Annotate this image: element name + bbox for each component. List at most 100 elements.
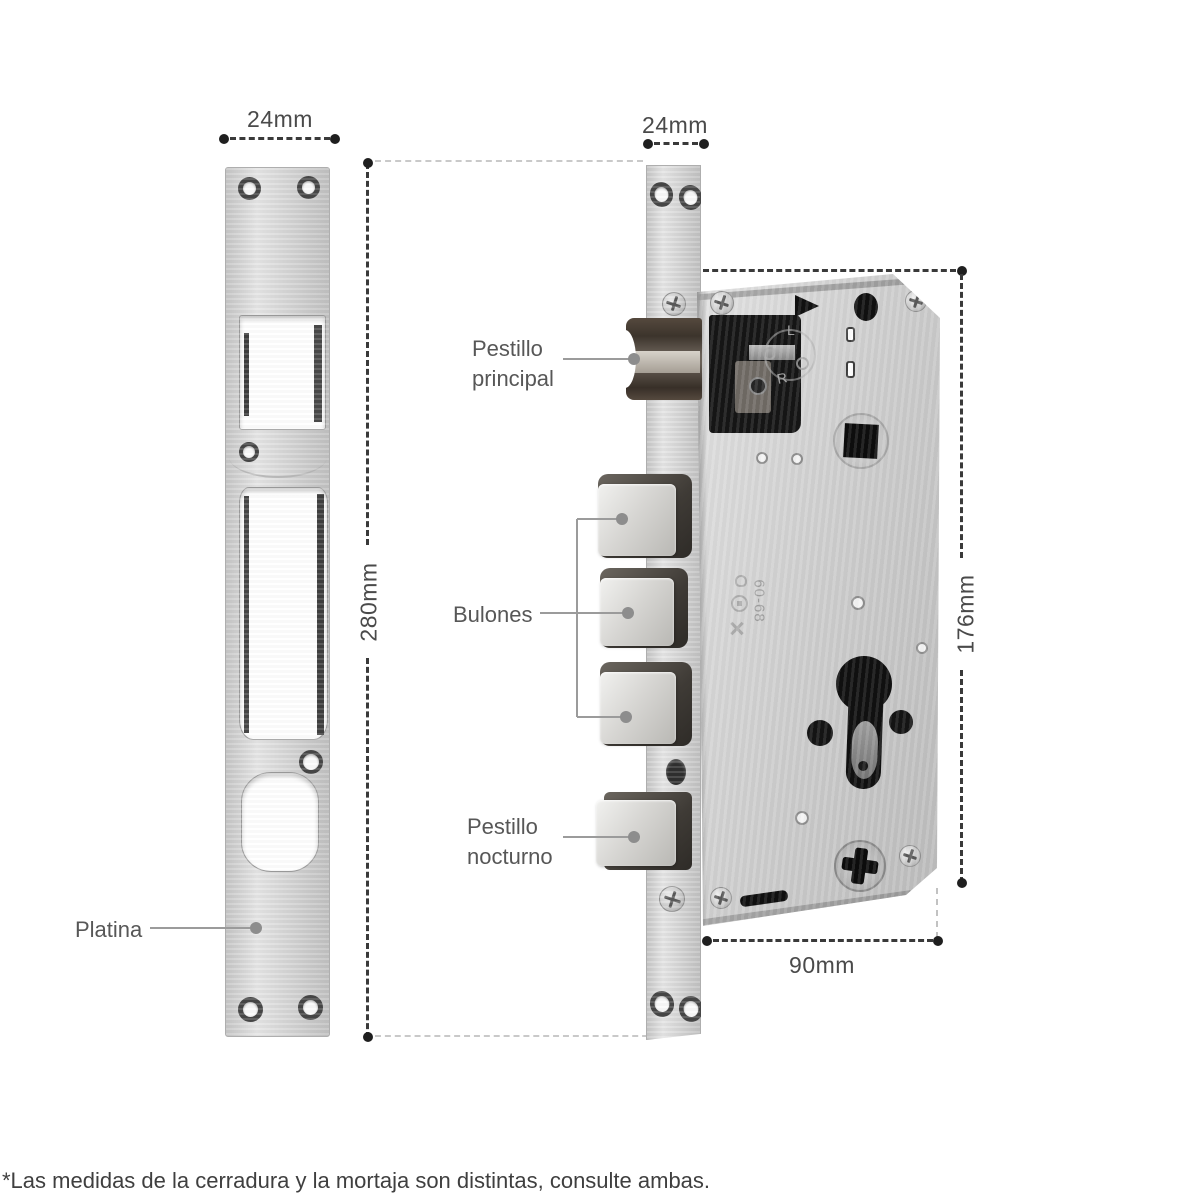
- dimension-endpoint-dot: [702, 936, 712, 946]
- leader-dot: [628, 353, 640, 365]
- screw-hole: [647, 179, 676, 210]
- strike-plate: [225, 167, 330, 1037]
- night-latch-label-line2: nocturno: [467, 844, 553, 869]
- leader-line: [563, 836, 630, 838]
- cross-hole-bar: [841, 856, 879, 875]
- pivot-hole: [749, 377, 767, 395]
- bolts-label: Bulones: [453, 602, 533, 627]
- plate-height-dimension-text: 280mm: [355, 562, 382, 642]
- leader-dot: [616, 513, 628, 525]
- cross-hole-bar: [850, 847, 869, 885]
- gear-mark-icon: [796, 357, 809, 370]
- dimension-endpoint-dot: [933, 936, 943, 946]
- screw-icon: [659, 886, 685, 912]
- handing-diagram-circle: [764, 329, 816, 381]
- body-height-dimension-text: 176mm: [952, 574, 979, 654]
- main-latch-label-line2: principal: [472, 366, 554, 391]
- latch-mechanism-window: [709, 315, 801, 433]
- left-hand-mark: L: [787, 322, 795, 338]
- pin-hole: [756, 452, 768, 464]
- main-latch-label: Pestillo principal: [472, 334, 554, 394]
- cylinder-pin-hole: [857, 760, 869, 772]
- bottom-slot: [739, 889, 789, 908]
- cutout-shadow: [244, 333, 249, 416]
- body-top-extension-line: [703, 269, 956, 272]
- right-hand-mark: R: [775, 369, 789, 387]
- cylinder-cam: [850, 720, 879, 780]
- cylinder-hole-slot: [845, 692, 884, 790]
- faceplate-width-dimension-line: [654, 142, 698, 145]
- pressed-curve-line: [229, 436, 327, 478]
- dimension-endpoint-dot: [363, 1032, 373, 1042]
- body-top-edge: [697, 275, 940, 301]
- latch-follower: [735, 361, 771, 413]
- plate-width-dimension-line: [230, 137, 330, 140]
- thumbturn-hub: [834, 840, 886, 892]
- screw-hole: [647, 988, 677, 1020]
- screw-hole: [297, 176, 320, 199]
- pin-hole: [916, 642, 928, 654]
- gear-mark-icon: [763, 347, 776, 360]
- night-latch-label-line1: Pestillo: [467, 814, 538, 839]
- cert-keyhole-icon: [735, 575, 747, 587]
- screw-hole: [676, 182, 701, 213]
- screw-icon: [662, 292, 686, 316]
- screw-hole: [676, 993, 701, 1025]
- size-code-engraving: 60-68: [750, 579, 768, 623]
- plate-width-dimension-text: 24mm: [247, 106, 313, 132]
- extension-line: [375, 160, 643, 162]
- leader-line: [540, 612, 577, 614]
- bolt-1-face: [598, 484, 676, 556]
- screw-hole: [238, 997, 263, 1022]
- screw-icon: [899, 845, 921, 867]
- cert-circle-icon: [731, 595, 748, 612]
- leader-line: [563, 358, 630, 360]
- pin-hole: [299, 750, 323, 774]
- cert-circle-dot: [737, 601, 742, 606]
- dimension-endpoint-dot: [957, 266, 967, 276]
- strike-plate-label: Platina: [75, 917, 143, 942]
- leader-line: [150, 927, 250, 929]
- dimension-endpoint-dot: [330, 134, 340, 144]
- latch-tail: [749, 345, 795, 360]
- screw-hole: [238, 177, 261, 200]
- lock-faceplate: [646, 165, 701, 1040]
- plate-height-dimension-line: [366, 163, 369, 545]
- body-height-dimension-line: [960, 670, 963, 883]
- body-width-dimension-line: [713, 939, 933, 942]
- body-height-dimension-line: [960, 274, 963, 558]
- cutout-shadow: [244, 496, 249, 733]
- arrow-marker-icon: [795, 295, 819, 317]
- pin-hole: [851, 596, 865, 610]
- faceplate-hole: [666, 759, 686, 785]
- fixing-hole: [889, 710, 913, 734]
- leader-dot: [628, 831, 640, 843]
- square-spindle-hole: [843, 423, 879, 459]
- dark-hole: [854, 293, 878, 321]
- leader-dot: [620, 711, 632, 723]
- dimension-endpoint-dot: [643, 139, 653, 149]
- cutout-shadow: [314, 325, 322, 422]
- slot-hole: [846, 327, 855, 342]
- latch-bright-band: [634, 351, 700, 373]
- x-bar: [730, 621, 744, 636]
- dimension-endpoint-dot: [699, 139, 709, 149]
- cylinder-cutout: [241, 772, 319, 872]
- screw-icon: [905, 290, 927, 312]
- dimension-endpoint-dot: [957, 878, 967, 888]
- pin-hole: [239, 442, 259, 462]
- extension-line: [375, 1035, 658, 1037]
- screw-hole: [298, 995, 323, 1020]
- plate-height-dimension-line: [366, 658, 369, 1038]
- extension-line: [936, 888, 938, 938]
- screw-icon: [710, 887, 732, 909]
- latch-cutout: [239, 315, 326, 430]
- leader-line: [576, 519, 578, 717]
- leader-line: [577, 612, 624, 614]
- spindle-hub: [833, 413, 889, 469]
- dimension-endpoint-dot: [219, 134, 229, 144]
- footnote-text: *Las medidas de la cerradura y la mortaj…: [2, 1168, 711, 1193]
- cylinder-hole-circle: [836, 656, 892, 712]
- faceplate-width-dimension-text: 24mm: [642, 112, 708, 138]
